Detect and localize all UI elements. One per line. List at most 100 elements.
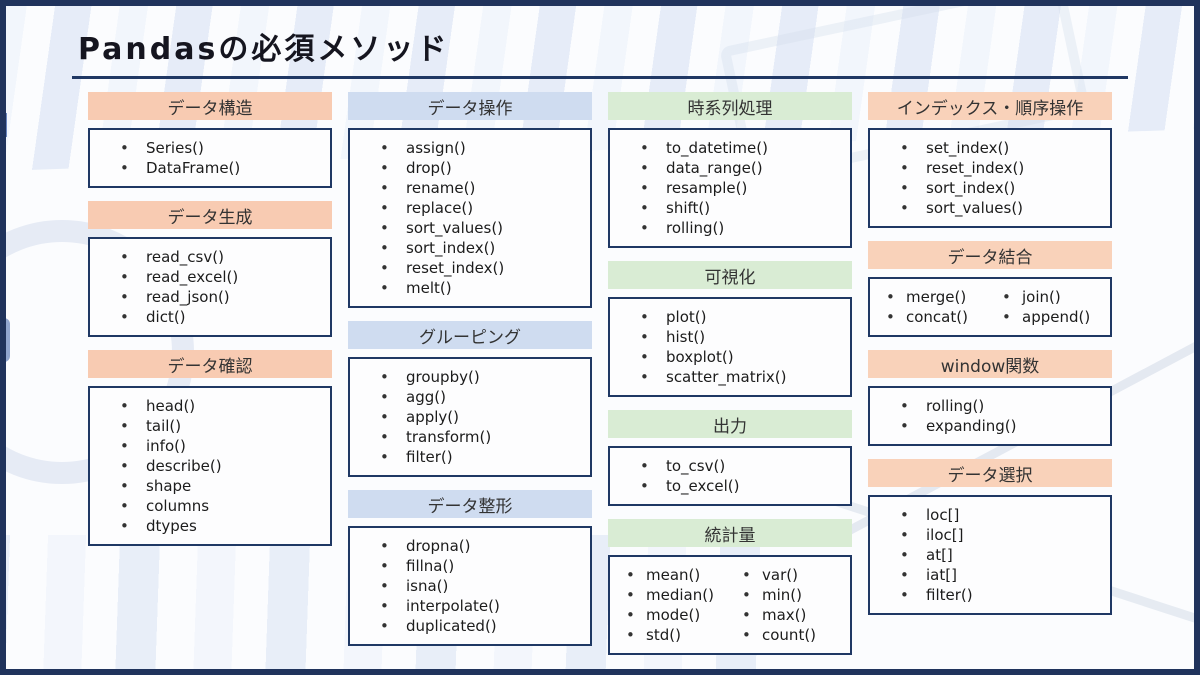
category-index-order: インデックス・順序操作set_index()reset_index()sort_…: [868, 92, 1112, 228]
method-item: sort_index(): [874, 178, 1106, 198]
method-item: data_range(): [614, 158, 846, 178]
method-item: to_datetime(): [614, 138, 846, 158]
method-item: to_csv(): [614, 456, 846, 476]
method-item: set_index(): [874, 138, 1106, 158]
method-sublist: Series()DataFrame(): [94, 138, 326, 178]
title-underline: [72, 76, 1128, 79]
method-item: iloc[]: [874, 525, 1106, 545]
method-list-data-reshaping: dropna()fillna()isna()interpolate()dupli…: [348, 526, 592, 646]
method-item: reset_index(): [874, 158, 1106, 178]
method-sublist: loc[]iloc[]at[]iat[]filter(): [874, 505, 1106, 605]
method-sublist: set_index()reset_index()sort_index()sort…: [874, 138, 1106, 218]
method-item: interpolate(): [354, 596, 586, 616]
method-item: std(): [614, 625, 730, 645]
method-item: head(): [94, 396, 326, 416]
category-header-index-order: インデックス・順序操作: [868, 92, 1112, 120]
edge-accent-decor: [0, 318, 10, 362]
category-header-output: 出力: [608, 410, 852, 438]
method-item: loc[]: [874, 505, 1106, 525]
method-item: resample(): [614, 178, 846, 198]
method-item: concat(): [874, 307, 990, 327]
method-item: at[]: [874, 545, 1106, 565]
method-item: DataFrame(): [94, 158, 326, 178]
method-sublist: join()append(): [990, 287, 1106, 327]
category-data-operation: データ操作assign()drop()rename()replace()sort…: [348, 92, 592, 308]
category-header-data-structure: データ構造: [88, 92, 332, 120]
category-statistics: 統計量mean()median()mode()std()var()min()ma…: [608, 519, 852, 655]
category-data-selection: データ選択 loc[]iloc[]at[]iat[]filter(): [868, 459, 1112, 615]
method-item: max(): [730, 605, 846, 625]
page-header: Pandasの必須メソッド: [0, 0, 1200, 79]
method-item: fillna(): [354, 556, 586, 576]
method-item: scatter_matrix(): [614, 367, 846, 387]
method-item: iat[]: [874, 565, 1106, 585]
category-window-functions: window関数rolling()expanding(): [868, 350, 1112, 446]
method-item: agg(): [354, 387, 586, 407]
method-item: groupby(): [354, 367, 586, 387]
category-header-data-reshaping: データ整形: [348, 490, 592, 518]
category-grid: データ構造Series()DataFrame()データ生成read_csv()r…: [88, 92, 1112, 655]
method-item: rename(): [354, 178, 586, 198]
method-item: sort_values(): [874, 198, 1106, 218]
method-item: rolling(): [614, 218, 846, 238]
method-item: sort_values(): [354, 218, 586, 238]
method-item: tail(): [94, 416, 326, 436]
method-item: sort_index(): [354, 238, 586, 258]
method-item: read_csv(): [94, 247, 326, 267]
method-item: shape: [94, 476, 326, 496]
method-list-data-check: head()tail()info()describe()shapecolumns…: [88, 386, 332, 546]
method-item: join(): [990, 287, 1106, 307]
method-item: filter(): [354, 447, 586, 467]
edge-accent-decor: [0, 113, 7, 137]
method-list-grouping: groupby()agg()apply()transform()filter(): [348, 357, 592, 477]
method-item: to_excel(): [614, 476, 846, 496]
category-header-statistics: 統計量: [608, 519, 852, 547]
method-sublist: rolling()expanding(): [874, 396, 1106, 436]
method-item: hist(): [614, 327, 846, 347]
category-column: データ構造Series()DataFrame()データ生成read_csv()r…: [88, 92, 332, 546]
page-title: Pandasの必須メソッド: [78, 32, 450, 67]
category-header-data-check: データ確認: [88, 350, 332, 378]
category-data-join: データ結合merge()concat()join()append(): [868, 241, 1112, 337]
method-item: filter(): [874, 585, 1106, 605]
method-item: read_json(): [94, 287, 326, 307]
method-item: dropna(): [354, 536, 586, 556]
method-list-data-selection: loc[]iloc[]at[]iat[]filter(): [868, 495, 1112, 615]
method-item: columns: [94, 496, 326, 516]
method-item: min(): [730, 585, 846, 605]
method-item: Series(): [94, 138, 326, 158]
category-data-structure: データ構造 Series()DataFrame(): [88, 92, 332, 188]
category-grouping: グルーピング groupby()agg()apply()transform()fi…: [348, 321, 592, 477]
category-column: インデックス・順序操作set_index()reset_index()sort_…: [868, 92, 1112, 615]
method-item: replace(): [354, 198, 586, 218]
method-item: transform(): [354, 427, 586, 447]
method-item: count(): [730, 625, 846, 645]
method-sublist: plot()hist()boxplot()scatter_matrix(): [614, 307, 846, 387]
category-data-check: データ確認 head()tail()info()describe()shapeco…: [88, 350, 332, 546]
method-sublist: assign()drop()rename()replace()sort_valu…: [354, 138, 586, 298]
method-item: expanding(): [874, 416, 1106, 436]
method-list-visualization: plot()hist()boxplot()scatter_matrix(): [608, 297, 852, 397]
category-column: 時系列処理 to_datetime()data_range()resample()…: [608, 92, 852, 655]
category-header-timeseries: 時系列処理: [608, 92, 852, 120]
method-item: median(): [614, 585, 730, 605]
method-list-window-functions: rolling()expanding(): [868, 386, 1112, 446]
method-sublist: read_csv()read_excel()read_json()dict(): [94, 247, 326, 327]
category-output: 出力 to_csv()to_excel(): [608, 410, 852, 506]
method-list-timeseries: to_datetime()data_range()resample()shift…: [608, 128, 852, 248]
method-sublist: head()tail()info()describe()shapecolumns…: [94, 396, 326, 536]
method-item: rolling(): [874, 396, 1106, 416]
category-header-visualization: 可視化: [608, 261, 852, 289]
category-column: データ操作assign()drop()rename()replace()sort…: [348, 92, 592, 646]
method-sublist: to_csv()to_excel(): [614, 456, 846, 496]
method-item: reset_index(): [354, 258, 586, 278]
method-item: read_excel(): [94, 267, 326, 287]
category-header-data-join: データ結合: [868, 241, 1112, 269]
method-sublist: groupby()agg()apply()transform()filter(): [354, 367, 586, 467]
category-header-data-selection: データ選択: [868, 459, 1112, 487]
method-list-data-operation: assign()drop()rename()replace()sort_valu…: [348, 128, 592, 308]
method-item: isna(): [354, 576, 586, 596]
category-header-grouping: グルーピング: [348, 321, 592, 349]
method-list-data-structure: Series()DataFrame(): [88, 128, 332, 188]
method-item: dict(): [94, 307, 326, 327]
